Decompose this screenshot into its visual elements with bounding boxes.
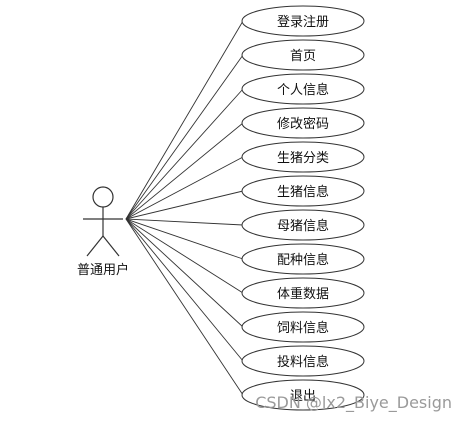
use-case: 个人信息 [241, 73, 365, 105]
association-line [125, 88, 244, 220]
use-case: 退出 [241, 379, 365, 411]
use-case-ellipse [241, 345, 365, 377]
use-case-label: 母猪信息 [277, 218, 329, 234]
actor-label: 普通用户 [77, 262, 129, 278]
watermark: CSDN @lx2_Biye_Design [255, 393, 452, 413]
use-case-ellipse [241, 243, 365, 275]
use-case-ellipse [241, 311, 365, 343]
use-case-label: 投料信息 [277, 354, 329, 370]
use-case-label: 修改密码 [277, 116, 329, 132]
use-case-label: 饲料信息 [277, 320, 329, 336]
use-case-ellipse [241, 141, 365, 173]
use-case: 修改密码 [241, 107, 365, 139]
use-case: 体重数据 [241, 277, 365, 309]
actor: 普通用户 [77, 186, 129, 278]
use-case-ellipse [241, 209, 365, 241]
use-case-label: 退出 [290, 389, 316, 404]
use-case: 生猪分类 [241, 141, 365, 173]
use-case: 母猪信息 [241, 209, 365, 241]
use-case: 配种信息 [241, 243, 365, 275]
use-case: 投料信息 [241, 345, 365, 377]
use-case-ellipse [241, 175, 365, 207]
association-line [125, 54, 244, 220]
use-case-label: 配种信息 [277, 252, 329, 268]
use-case-label: 生猪分类 [277, 151, 329, 166]
use-case-ellipse [241, 73, 365, 105]
association-line [125, 20, 244, 220]
use-case: 首页 [241, 39, 365, 71]
use-case: 饲料信息 [241, 311, 365, 343]
use-case-label: 生猪信息 [277, 184, 329, 200]
use-case-label: 首页 [290, 49, 316, 64]
use-case: 登录注册 [241, 5, 365, 37]
association-line [125, 218, 244, 328]
association-line [125, 156, 244, 220]
association-line [125, 122, 244, 220]
use-case-label: 体重数据 [277, 286, 329, 302]
association-line [125, 190, 244, 220]
association-line [125, 218, 244, 226]
use-case-ellipse [241, 277, 365, 309]
association-line [125, 218, 244, 362]
association-line [125, 218, 244, 396]
use-case-label: 登录注册 [277, 15, 329, 30]
actor-right-leg [102, 235, 120, 257]
association-lines [125, 20, 244, 396]
use-case: 生猪信息 [241, 175, 365, 207]
association-line [125, 218, 244, 260]
actor-left-leg [86, 235, 104, 257]
use-case-ellipse [241, 107, 365, 139]
use-case-group: 登录注册首页个人信息修改密码生猪分类生猪信息母猪信息配种信息体重数据饲料信息投料… [241, 5, 365, 411]
use-case-ellipse [241, 5, 365, 37]
association-line [125, 218, 244, 294]
actor-head [92, 186, 114, 208]
use-case-label: 个人信息 [277, 82, 329, 98]
use-case-ellipse [241, 379, 365, 411]
use-case-ellipse [241, 39, 365, 71]
